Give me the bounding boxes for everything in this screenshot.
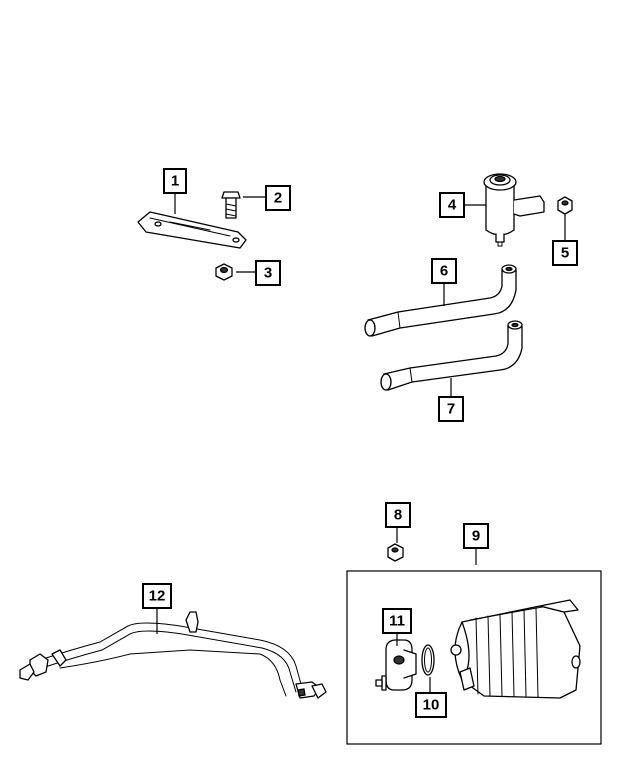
- callout-4: 4: [439, 192, 465, 218]
- callout-8: 8: [385, 502, 411, 528]
- callout-3: 3: [255, 260, 281, 286]
- o-ring-part: [421, 644, 435, 676]
- purge-valve-part: [375, 639, 417, 691]
- vapor-tube-harness-part: [19, 611, 327, 699]
- callout-6-label: 6: [440, 263, 448, 280]
- callout-3-label: 3: [264, 265, 272, 282]
- callout-1: 1: [163, 168, 187, 194]
- callout-11: 11: [382, 608, 412, 634]
- callout-2-label: 2: [274, 190, 282, 207]
- callout-2: 2: [265, 185, 291, 211]
- callout-11-label: 11: [389, 613, 405, 630]
- evap-canister-part: [450, 599, 581, 699]
- callout-10: 10: [415, 692, 447, 718]
- callout-7: 7: [438, 396, 464, 422]
- callout-9-label: 9: [472, 528, 480, 545]
- callout-1-label: 1: [171, 173, 179, 190]
- callout-4-label: 4: [448, 197, 457, 214]
- callout-12: 12: [142, 583, 172, 609]
- vapor-hose-upper-part: [364, 264, 517, 337]
- callout-9: 9: [463, 523, 489, 549]
- vapor-hose-lower-part: [380, 320, 523, 391]
- callout-5-label: 5: [561, 245, 569, 262]
- callout-6: 6: [431, 258, 457, 284]
- callout-8-label: 8: [394, 507, 402, 524]
- callout-12-label: 12: [149, 588, 166, 605]
- canister-nut-part: [387, 543, 404, 562]
- bracket-plate-part: [137, 211, 247, 249]
- assembly-frame: [346, 570, 602, 745]
- nut-part: [215, 263, 233, 281]
- callout-10-label: 10: [423, 697, 440, 714]
- callout-7-label: 7: [447, 401, 455, 418]
- callout-5: 5: [552, 240, 578, 266]
- small-nut-part: [557, 196, 573, 215]
- bolt-part: [221, 191, 241, 219]
- vapor-canister-filter-part: [483, 173, 545, 247]
